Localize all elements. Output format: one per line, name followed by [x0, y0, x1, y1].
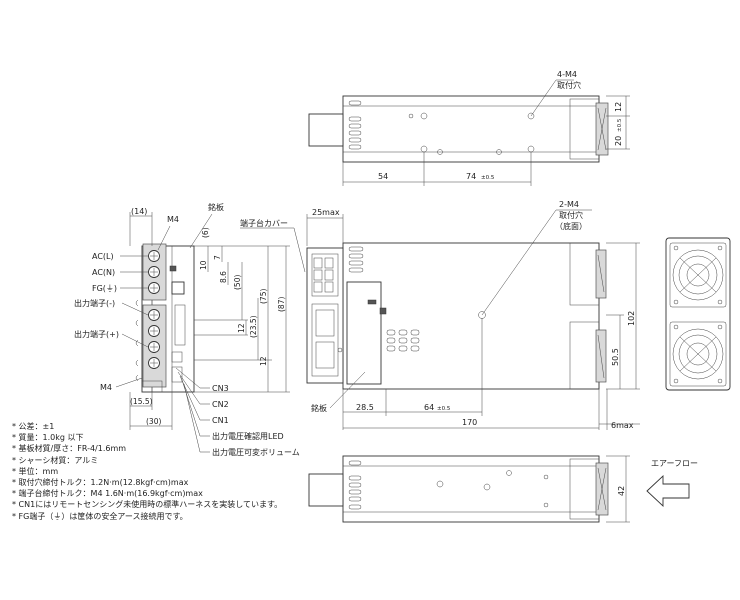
- side-dim-6max: 6max: [611, 421, 634, 430]
- top-dim-20: 20: [614, 136, 623, 146]
- note-item: * 単位：mm: [12, 466, 59, 476]
- label-ac-l: AC(L): [92, 252, 114, 261]
- label-led: 出力電圧確認用LED: [212, 431, 284, 441]
- front-label-nameplate: 銘板: [208, 202, 224, 212]
- side-view: 端子台カバー 25max 2-M4 取付穴 （底面） 銘板 28.5 64 ±0…: [240, 200, 640, 430]
- label-out-minus: 出力端子(-): [74, 298, 115, 308]
- label-volume: 出力電圧可変ボリューム: [212, 447, 300, 457]
- label-m4-bottom: M4: [100, 383, 112, 392]
- note-item: * 基板材質/厚さ：FR-4/1.6mm: [12, 444, 127, 454]
- top-dim-20-tol: ±0.5: [617, 118, 623, 132]
- side-dim-25max: 25max: [312, 208, 340, 217]
- top-dim-54: 54: [378, 172, 388, 181]
- side-dim-50-5: 50.5: [611, 348, 620, 366]
- top-mount-holes-sub: 取付穴: [557, 80, 581, 90]
- top-mount-holes-label: 4-M4: [557, 70, 577, 79]
- front-dim-14: (14): [131, 207, 147, 216]
- note-item: * 取付穴締付トルク：1.2N·m(12.8kgf·cm)max: [12, 478, 189, 488]
- front-dim-7: 7: [213, 255, 222, 260]
- note-item: * 質量：1.0kg 以下: [12, 433, 84, 443]
- front-dim-12a: 12: [237, 323, 246, 333]
- note-item: * 端子台締付トルク：M4 1.6N·m(16.9kgf·cm)max: [12, 489, 203, 499]
- front-dim-30: (30): [146, 417, 161, 426]
- bottom-dim-42: 42: [617, 486, 626, 496]
- label-terminal-cover: 端子台カバー: [240, 218, 288, 228]
- front-dim-50: (50): [233, 275, 242, 290]
- front-dim-10: 10: [199, 260, 208, 270]
- side-dim-64-tol: ±0.5: [437, 406, 451, 412]
- front-dim-23-5: (23.5): [249, 315, 258, 338]
- side-label-nameplate: 銘板: [311, 403, 327, 413]
- airflow-label: エアーフロー: [651, 459, 698, 468]
- side-dim-28-5: 28.5: [356, 403, 374, 412]
- front-dim-12b: 12: [259, 356, 268, 366]
- label-ac-n: AC(N): [92, 268, 115, 277]
- fan-end-view: [665, 237, 731, 391]
- front-dim-8-6: 8.6: [219, 271, 228, 283]
- label-cn2: CN2: [212, 400, 229, 409]
- label-cn1: CN1: [212, 416, 229, 425]
- label-fg: FG(⏚): [92, 284, 117, 293]
- front-dim-15-5: (15.5): [130, 397, 153, 406]
- top-view: 4-M4 取付穴 54 74 ±0.5 12 20 ±0.5: [308, 70, 630, 186]
- front-view: (14) M4 銘板 (6) 10 7 8.6 (50) (75) (87) 1…: [74, 202, 300, 457]
- front-dim-87: (87): [277, 297, 286, 312]
- side-mount-holes-sub2: （底面）: [555, 221, 587, 231]
- front-dim-6: (6): [201, 227, 210, 238]
- note-item: * FG端子（⏚）は筐体の安全アース接続用です。: [12, 511, 188, 521]
- side-mount-holes-label: 2-M4: [559, 200, 579, 209]
- top-dim-12: 12: [614, 102, 623, 112]
- note-item: * 公差：±1: [12, 422, 55, 431]
- side-dim-102: 102: [627, 311, 636, 326]
- bottom-view: 42 エアーフロー: [308, 455, 698, 523]
- label-out-plus: 出力端子(+): [74, 329, 119, 339]
- side-mount-holes-sub1: 取付穴: [559, 210, 583, 220]
- label-cn3: CN3: [212, 384, 229, 393]
- top-dim-74-tol: ±0.5: [481, 175, 495, 181]
- front-dim-75: (75): [259, 289, 268, 304]
- note-item: * シャーシ材質：アルミ: [12, 455, 99, 465]
- notes-block: * 公差：±1 * 質量：1.0kg 以下 * 基板材質/厚さ：FR-4/1.6…: [12, 421, 292, 522]
- note-item: * CN1にはリモートセンシング未使用時の標準ハーネスを実装しています。: [12, 500, 283, 510]
- airflow-arrow-icon: [646, 474, 690, 508]
- front-label-m4: M4: [167, 215, 179, 224]
- side-dim-64: 64: [424, 403, 434, 412]
- top-dim-74: 74: [466, 172, 476, 181]
- side-dim-170: 170: [462, 418, 477, 427]
